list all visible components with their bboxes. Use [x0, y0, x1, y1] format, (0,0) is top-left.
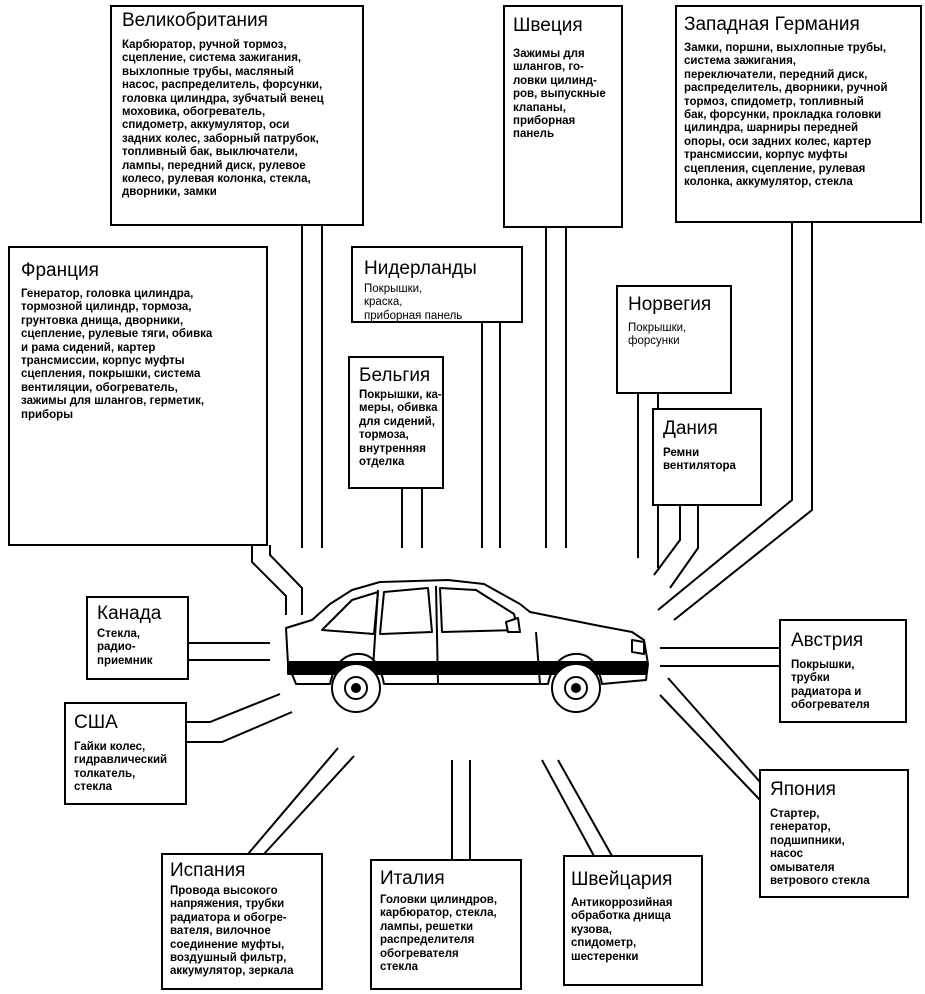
country-name-usa: США: [74, 712, 118, 733]
connector-france: [251, 545, 287, 615]
parts-list-denmark: Ремни вентилятора: [663, 447, 736, 473]
box-norway: Норвегия Покрышки, форсунки: [616, 285, 732, 394]
connector-spain: [263, 755, 355, 855]
connector-spain: [247, 747, 339, 855]
connector-japan: [667, 677, 761, 783]
parts-list-switzerland: Антикоррозийная обработка днища кузова, …: [571, 897, 673, 963]
box-sweden: Швеция Зажимы для шлангов, го- ловки цил…: [503, 5, 623, 228]
box-belgium: Бельгия Покрышки, ка- меры, обивка для с…: [348, 356, 444, 489]
box-canada: Канада Стекла, радио- приемник: [86, 596, 189, 680]
box-great-britain: Великобритания Карбюратор, ручной тормоз…: [110, 5, 364, 226]
connector-denmark: [653, 505, 681, 576]
country-name-norway: Норвегия: [628, 294, 712, 315]
box-japan: Япония Стартер, генератор, подшипники, н…: [759, 769, 909, 898]
parts-list-canada: Стекла, радио- приемник: [97, 628, 153, 667]
parts-list-great-britain: Карбюратор, ручной тормоз, сцепление, си…: [122, 39, 324, 199]
box-spain: Испания Провода высокого напряжения, тру…: [161, 853, 323, 990]
country-name-canada: Канада: [97, 603, 162, 624]
country-name-japan: Япония: [770, 779, 836, 800]
parts-list-sweden: Зажимы для шлангов, го- ловки цилинд- ро…: [513, 48, 606, 141]
parts-list-netherlands: Покрышки, краска, приборная панель: [364, 283, 463, 322]
connector-japan: [659, 694, 761, 801]
box-west-germany: Западная Германия Замки, поршни, выхлопн…: [675, 5, 922, 223]
parts-list-austria: Покрышки, трубки радиатора и обогревател…: [791, 659, 870, 712]
parts-list-italy: Головки цилиндров, карбюратор, стекла, л…: [380, 894, 498, 974]
country-name-netherlands: Нидерланды: [364, 258, 477, 279]
country-name-france: Франция: [21, 260, 99, 281]
connector-west-germany: [673, 222, 813, 621]
country-name-spain: Испания: [170, 860, 246, 881]
country-name-belgium: Бельгия: [359, 365, 431, 386]
parts-list-west-germany: Замки, поршни, выхлопные трубы, система …: [684, 42, 888, 189]
parts-list-usa: Гайки колес, гидравлический толкатель, с…: [74, 741, 168, 794]
connector-france: [269, 545, 303, 615]
box-switzerland: Швейцария Антикоррозийная обработка днищ…: [563, 855, 703, 986]
connector-usa: [186, 711, 293, 743]
box-netherlands: Нидерланды Покрышки, краска, приборная п…: [351, 246, 523, 323]
box-austria: Австрия Покрышки, трубки радиатора и обо…: [779, 619, 907, 723]
country-name-austria: Австрия: [791, 630, 864, 651]
connector-switzerland: [541, 759, 595, 857]
parts-list-japan: Стартер, генератор, подшипники, насос ом…: [770, 808, 870, 888]
country-name-sweden: Швеция: [513, 15, 583, 36]
connector-usa: [186, 693, 281, 723]
parts-list-france: Генератор, головка цилиндра, тормозной ц…: [21, 288, 213, 421]
connector-switzerland: [557, 759, 613, 857]
connector-west-germany: [657, 222, 793, 611]
parts-list-belgium: Покрышки, ка- меры, обивка для сидений, …: [359, 389, 442, 469]
parts-list-spain: Провода высокого напряжения, трубки ради…: [170, 885, 294, 978]
country-name-italy: Италия: [380, 868, 445, 889]
country-name-great-britain: Великобритания: [122, 10, 268, 31]
box-france: Франция Генератор, головка цилиндра, тор…: [8, 246, 268, 546]
box-usa: США Гайки колес, гидравлический толкател…: [64, 702, 187, 805]
country-name-switzerland: Швейцария: [571, 869, 673, 890]
box-denmark: Дания Ремни вентилятора: [652, 408, 762, 506]
country-name-denmark: Дания: [663, 418, 718, 439]
box-italy: Италия Головки цилиндров, карбюратор, ст…: [370, 859, 522, 990]
connector-denmark: [669, 505, 699, 589]
country-name-west-germany: Западная Германия: [684, 14, 860, 35]
parts-list-norway: Покрышки, форсунки: [628, 322, 687, 348]
